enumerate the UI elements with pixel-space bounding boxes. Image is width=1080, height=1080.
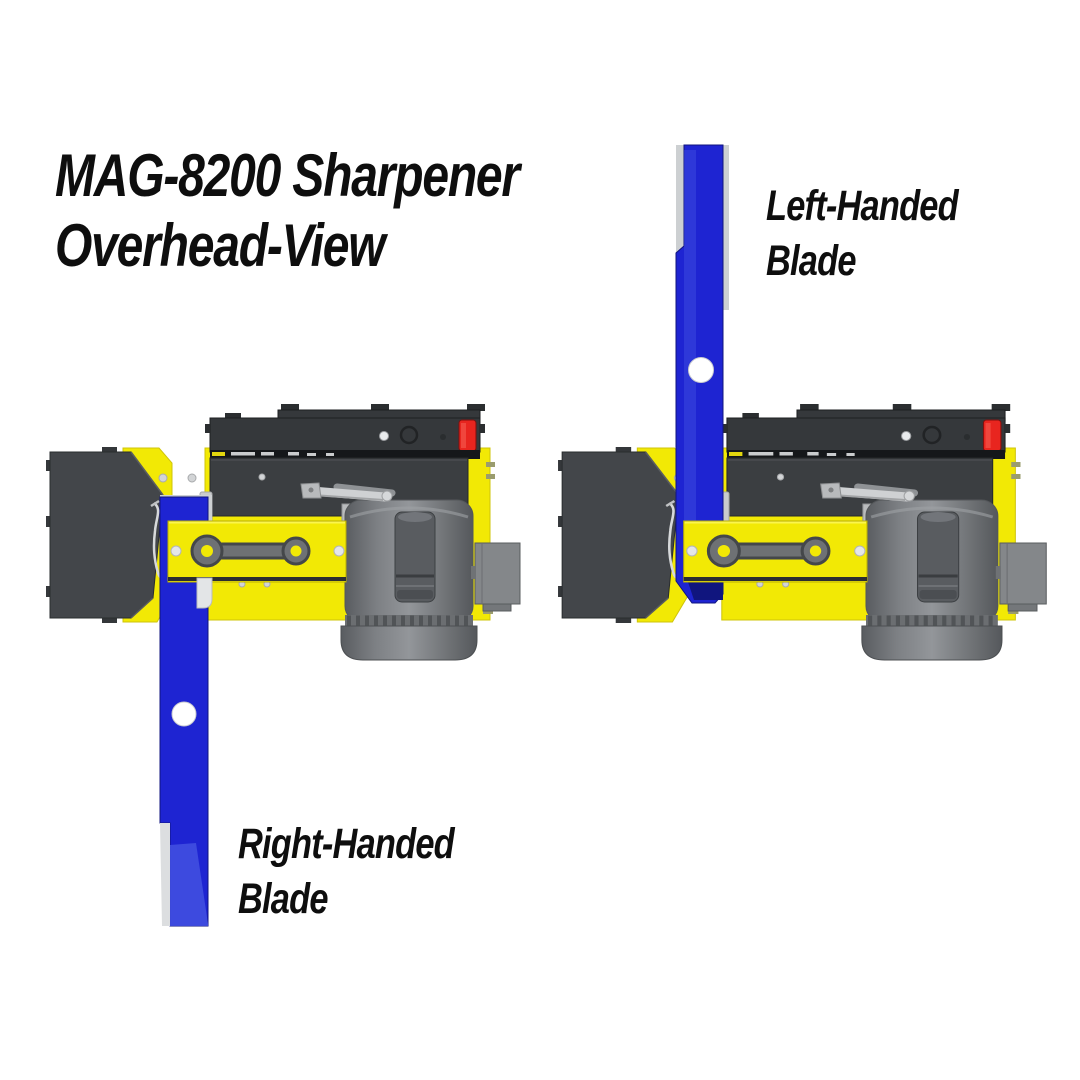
sharpener-unit-left-handed bbox=[558, 144, 1046, 660]
blade-cutting-bevel bbox=[684, 150, 696, 576]
label-right-line-1: Right-Handed bbox=[238, 820, 455, 868]
blade-bolt-hole bbox=[171, 701, 197, 727]
page-title: MAG-8200 Sharpener Overhead-View bbox=[55, 141, 520, 281]
sharpener-unit-right-handed bbox=[46, 404, 520, 927]
blade-ground-edge bbox=[160, 823, 170, 926]
blade-clamp-finger bbox=[196, 577, 213, 609]
right-handed-blade bbox=[159, 495, 212, 927]
label-left-line-2: Blade bbox=[766, 237, 856, 285]
link-plate-right-unit bbox=[684, 521, 867, 582]
title-line-2: Overhead-View bbox=[55, 212, 386, 279]
left-handed-blade bbox=[675, 144, 729, 604]
label-left-handed-blade: Left-Handed Blade bbox=[766, 179, 959, 289]
label-left-line-1: Left-Handed bbox=[766, 182, 959, 230]
blade-cutting-bevel bbox=[170, 843, 208, 926]
title-line-1: MAG-8200 Sharpener bbox=[55, 142, 520, 209]
blade-bolt-hole bbox=[688, 357, 714, 383]
link-plate-left-unit bbox=[168, 521, 346, 582]
label-right-line-2: Blade bbox=[238, 875, 328, 923]
blade-shadow bbox=[688, 582, 723, 600]
label-right-handed-blade: Right-Handed Blade bbox=[238, 817, 455, 927]
